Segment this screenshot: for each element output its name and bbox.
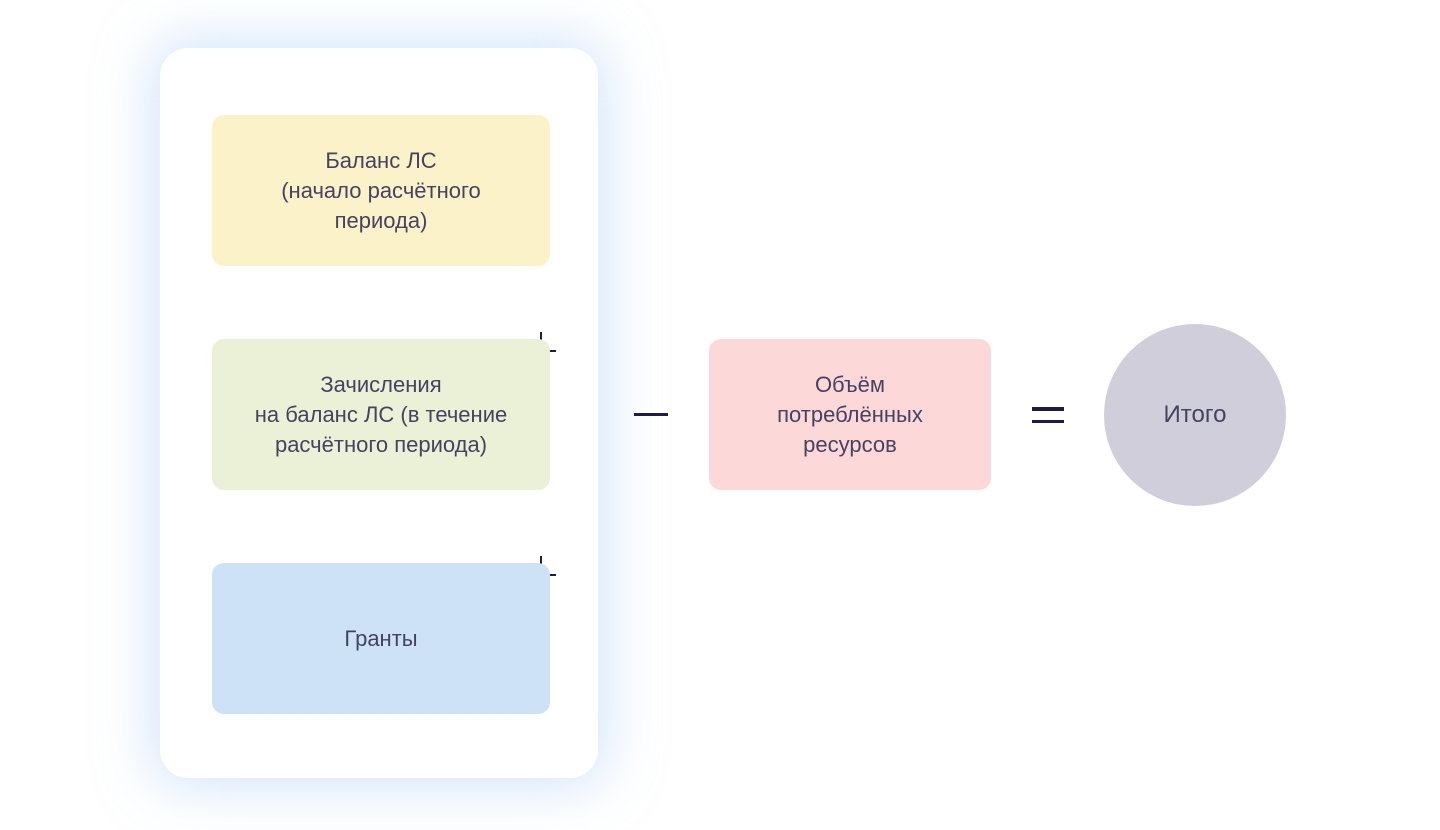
addend-box-grants: Гранты xyxy=(212,563,550,714)
result-circle-label: Итого xyxy=(1163,401,1227,428)
addend-box-grants-label: Гранты xyxy=(344,625,418,651)
addend-box-balance: Баланс ЛС (начало расчётного периода) xyxy=(212,115,550,266)
result-circle-total: Итого xyxy=(1104,324,1286,506)
subtrahend-box-label: Объём потреблённых ресурсов xyxy=(777,371,923,457)
addend-box-balance-label: Баланс ЛС (начало расчётного периода) xyxy=(281,147,481,233)
equals-icon xyxy=(1032,404,1064,426)
addends-card: Баланс ЛС (начало расчётного периода) За… xyxy=(160,48,598,778)
minus-icon xyxy=(634,413,668,417)
subtrahend-box-consumed-resources: Объём потреблённых ресурсов xyxy=(709,339,991,490)
addend-box-topups: Зачисления на баланс ЛС (в течение расчё… xyxy=(212,339,550,490)
addend-box-topups-label: Зачисления на баланс ЛС (в течение расчё… xyxy=(254,371,508,457)
